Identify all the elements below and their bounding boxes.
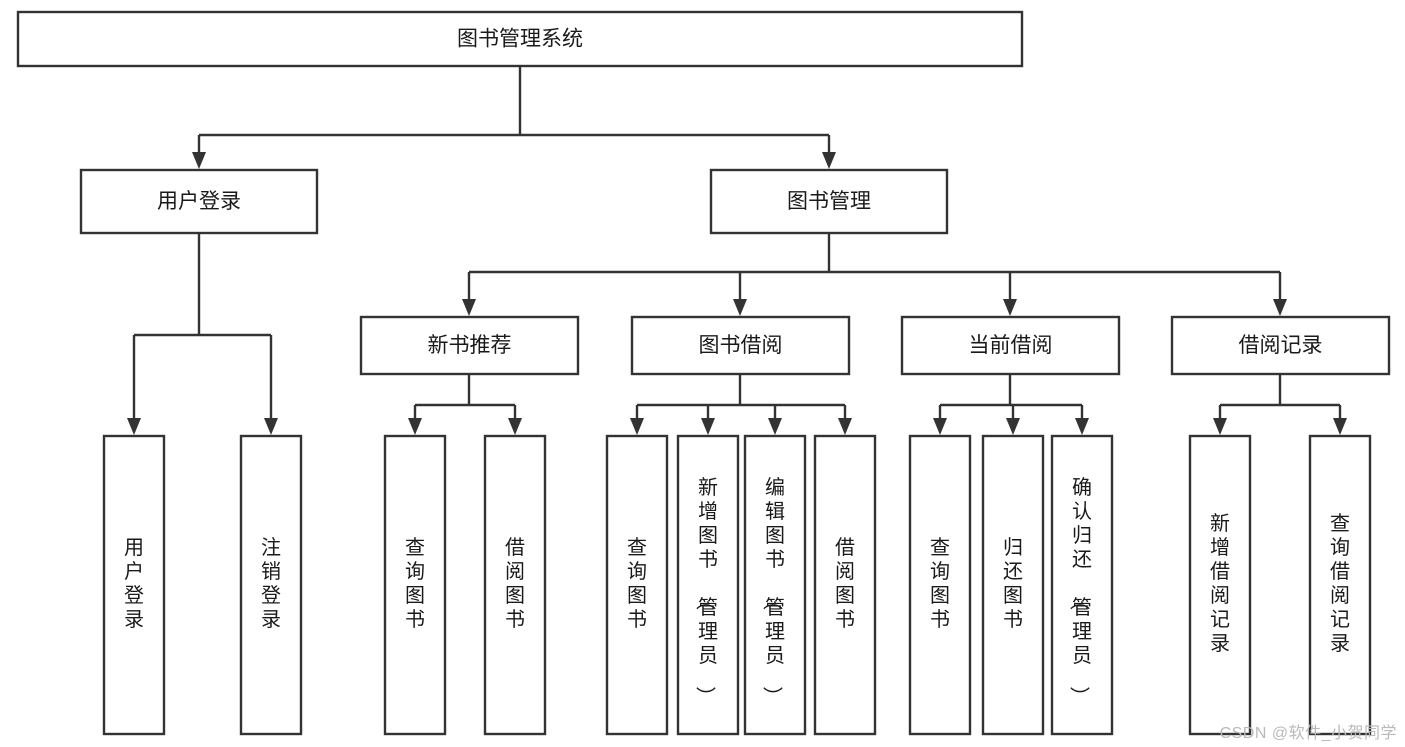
- edge-group-new_book_rec: [408, 374, 522, 435]
- node-leaf-edit-book[interactable]: 编辑图书（管理员）: [743, 434, 807, 736]
- node-label: 查询借阅记录: [1330, 512, 1350, 655]
- node-box: [1170, 315, 1391, 376]
- edges-layer: [127, 66, 1347, 435]
- node-label: 借阅图书: [835, 536, 855, 631]
- node-leaf-confirm-return[interactable]: 确认归还（管理员）: [1050, 434, 1114, 736]
- node-new-book-rec[interactable]: 新书推荐: [359, 315, 580, 376]
- node-label: 图书借阅: [699, 334, 783, 357]
- node-box: [239, 434, 303, 736]
- node-leaf-query-book-b[interactable]: 查询图书: [605, 434, 669, 736]
- edge-group-book_manage: [462, 233, 1287, 316]
- node-box: [630, 315, 851, 376]
- node-label: 查询图书: [405, 536, 425, 631]
- node-box: [1308, 434, 1372, 736]
- node-box: [1050, 434, 1114, 736]
- node-box: [900, 315, 1121, 376]
- node-box: [908, 434, 972, 736]
- node-label: 借阅图书: [505, 536, 525, 631]
- node-leaf-logout[interactable]: 注销登录: [239, 434, 303, 736]
- node-label: 用户登录: [124, 537, 144, 631]
- node-label: 图书管理: [787, 190, 871, 213]
- edge-group-user_login: [127, 233, 278, 435]
- node-leaf-query-record[interactable]: 查询借阅记录: [1308, 434, 1372, 736]
- node-label: 查询图书: [627, 536, 647, 631]
- node-label: 新增借阅记录: [1210, 512, 1230, 655]
- node-box: [1188, 434, 1252, 736]
- node-leaf-query-book-a[interactable]: 查询图书: [383, 434, 447, 736]
- node-box: [79, 168, 319, 235]
- node-box: [483, 434, 547, 736]
- node-box: [743, 434, 807, 736]
- node-leaf-borrow-book-a[interactable]: 借阅图书: [483, 434, 547, 736]
- node-box: [981, 434, 1045, 736]
- node-label: 图书管理系统: [457, 28, 583, 51]
- node-label: 归还图书: [1003, 536, 1023, 631]
- node-leaf-borrow-book-b[interactable]: 借阅图书: [813, 434, 877, 736]
- node-box: [709, 168, 949, 235]
- node-user-login[interactable]: 用户登录: [79, 168, 319, 235]
- node-book-manage[interactable]: 图书管理: [709, 168, 949, 235]
- node-label: 借阅记录: [1239, 334, 1323, 357]
- node-label: 新增图书（管理员）: [693, 476, 718, 706]
- node-box: [102, 434, 166, 736]
- node-label: 用户登录: [157, 190, 241, 213]
- node-leaf-add-book[interactable]: 新增图书（管理员）: [676, 434, 740, 736]
- node-label: 编辑图书（管理员）: [760, 476, 785, 706]
- edge-group-borrow_record: [1213, 374, 1347, 435]
- node-label: 注销登录: [261, 536, 281, 631]
- node-label: 查询图书: [930, 536, 950, 631]
- node-current-borrow[interactable]: 当前借阅: [900, 315, 1121, 376]
- node-leaf-user-login[interactable]: 用户登录: [102, 434, 166, 736]
- node-label: 确认归还（管理员）: [1067, 476, 1092, 706]
- node-box: [676, 434, 740, 736]
- node-leaf-return-book[interactable]: 归还图书: [981, 434, 1045, 736]
- watermark-label: CSDN @软件_小贺同学: [1219, 725, 1397, 742]
- node-root[interactable]: 图书管理系统: [16, 10, 1024, 68]
- edge-group-root: [192, 66, 836, 169]
- node-label: 新书推荐: [428, 334, 512, 357]
- node-borrow-record[interactable]: 借阅记录: [1170, 315, 1391, 376]
- node-box: [383, 434, 447, 736]
- node-box: [16, 10, 1024, 68]
- node-label: 当前借阅: [969, 334, 1053, 357]
- node-leaf-query-book-c[interactable]: 查询图书: [908, 434, 972, 736]
- edge-group-current_borrow: [933, 374, 1089, 435]
- node-box: [813, 434, 877, 736]
- node-leaf-add-record[interactable]: 新增借阅记录: [1188, 434, 1252, 736]
- node-box: [359, 315, 580, 376]
- node-box: [605, 434, 669, 736]
- edge-group-book_borrow: [630, 374, 852, 435]
- nodes-layer: 图书管理系统用户登录图书管理新书推荐图书借阅当前借阅借阅记录用户登录注销登录查询…: [16, 10, 1391, 736]
- node-book-borrow[interactable]: 图书借阅: [630, 315, 851, 376]
